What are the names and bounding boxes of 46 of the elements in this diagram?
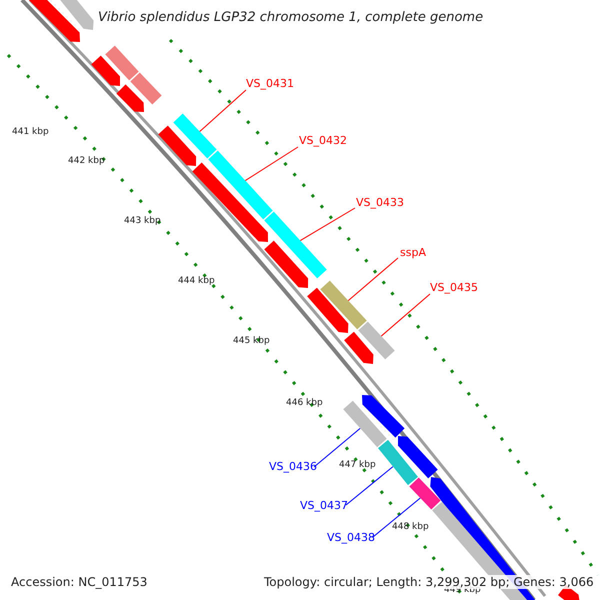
tick-label: 441 kbp [12, 128, 49, 137]
gene-feature [158, 126, 196, 166]
gene-bar [378, 440, 418, 486]
tick-label: 447 kbp [339, 461, 376, 470]
leader-line [380, 294, 430, 337]
leader-line [244, 146, 298, 182]
gene-label: VS_0437 [300, 500, 348, 511]
leader-line [372, 498, 421, 538]
gene-label: sspA [400, 247, 426, 258]
gene-feature [307, 288, 348, 333]
tick-label: 449 kbp [444, 586, 481, 595]
gene-bar [409, 478, 441, 510]
leader-line [199, 90, 246, 132]
gene-bar [173, 114, 217, 158]
gene-bar [358, 322, 395, 360]
leader-line [300, 208, 356, 242]
gene-feature [264, 240, 308, 288]
leader-line [348, 258, 398, 302]
gene-bar [105, 46, 139, 80]
title: Vibrio splendidus LGP32 chromosome 1, complete genome [98, 11, 484, 24]
tick-label: 448 kbp [392, 523, 429, 532]
tick-label: 445 kbp [233, 337, 270, 346]
gene-label: VS_0436 [269, 461, 318, 472]
tick-label: 442 kbp [68, 157, 105, 166]
gene-feature [362, 395, 405, 438]
tick-label: 444 kbp [178, 277, 215, 286]
gene-bar [130, 72, 162, 104]
leader-line [346, 466, 394, 506]
gene-bar [208, 150, 273, 220]
gene-feature [344, 332, 374, 364]
gene-bar [343, 400, 387, 448]
leader-line [314, 428, 361, 468]
gene-label: VS_0435 [430, 282, 478, 293]
tick-label: 446 kbp [286, 399, 323, 408]
tick-label: 443 kbp [124, 217, 161, 226]
gene-label: VS_0433 [356, 197, 404, 208]
gene-label: VS_0438 [327, 532, 376, 543]
gene-feature [192, 162, 268, 242]
gene-feature [116, 84, 144, 112]
gene-bar [264, 212, 327, 278]
gene-feature [91, 56, 120, 86]
gene-feature [398, 436, 438, 478]
gene-label: VS_0431 [246, 78, 294, 89]
gene-bar [320, 280, 367, 330]
accession-text: Accession: NC_011753 [9, 575, 150, 589]
gene-label: VS_0432 [299, 135, 348, 146]
